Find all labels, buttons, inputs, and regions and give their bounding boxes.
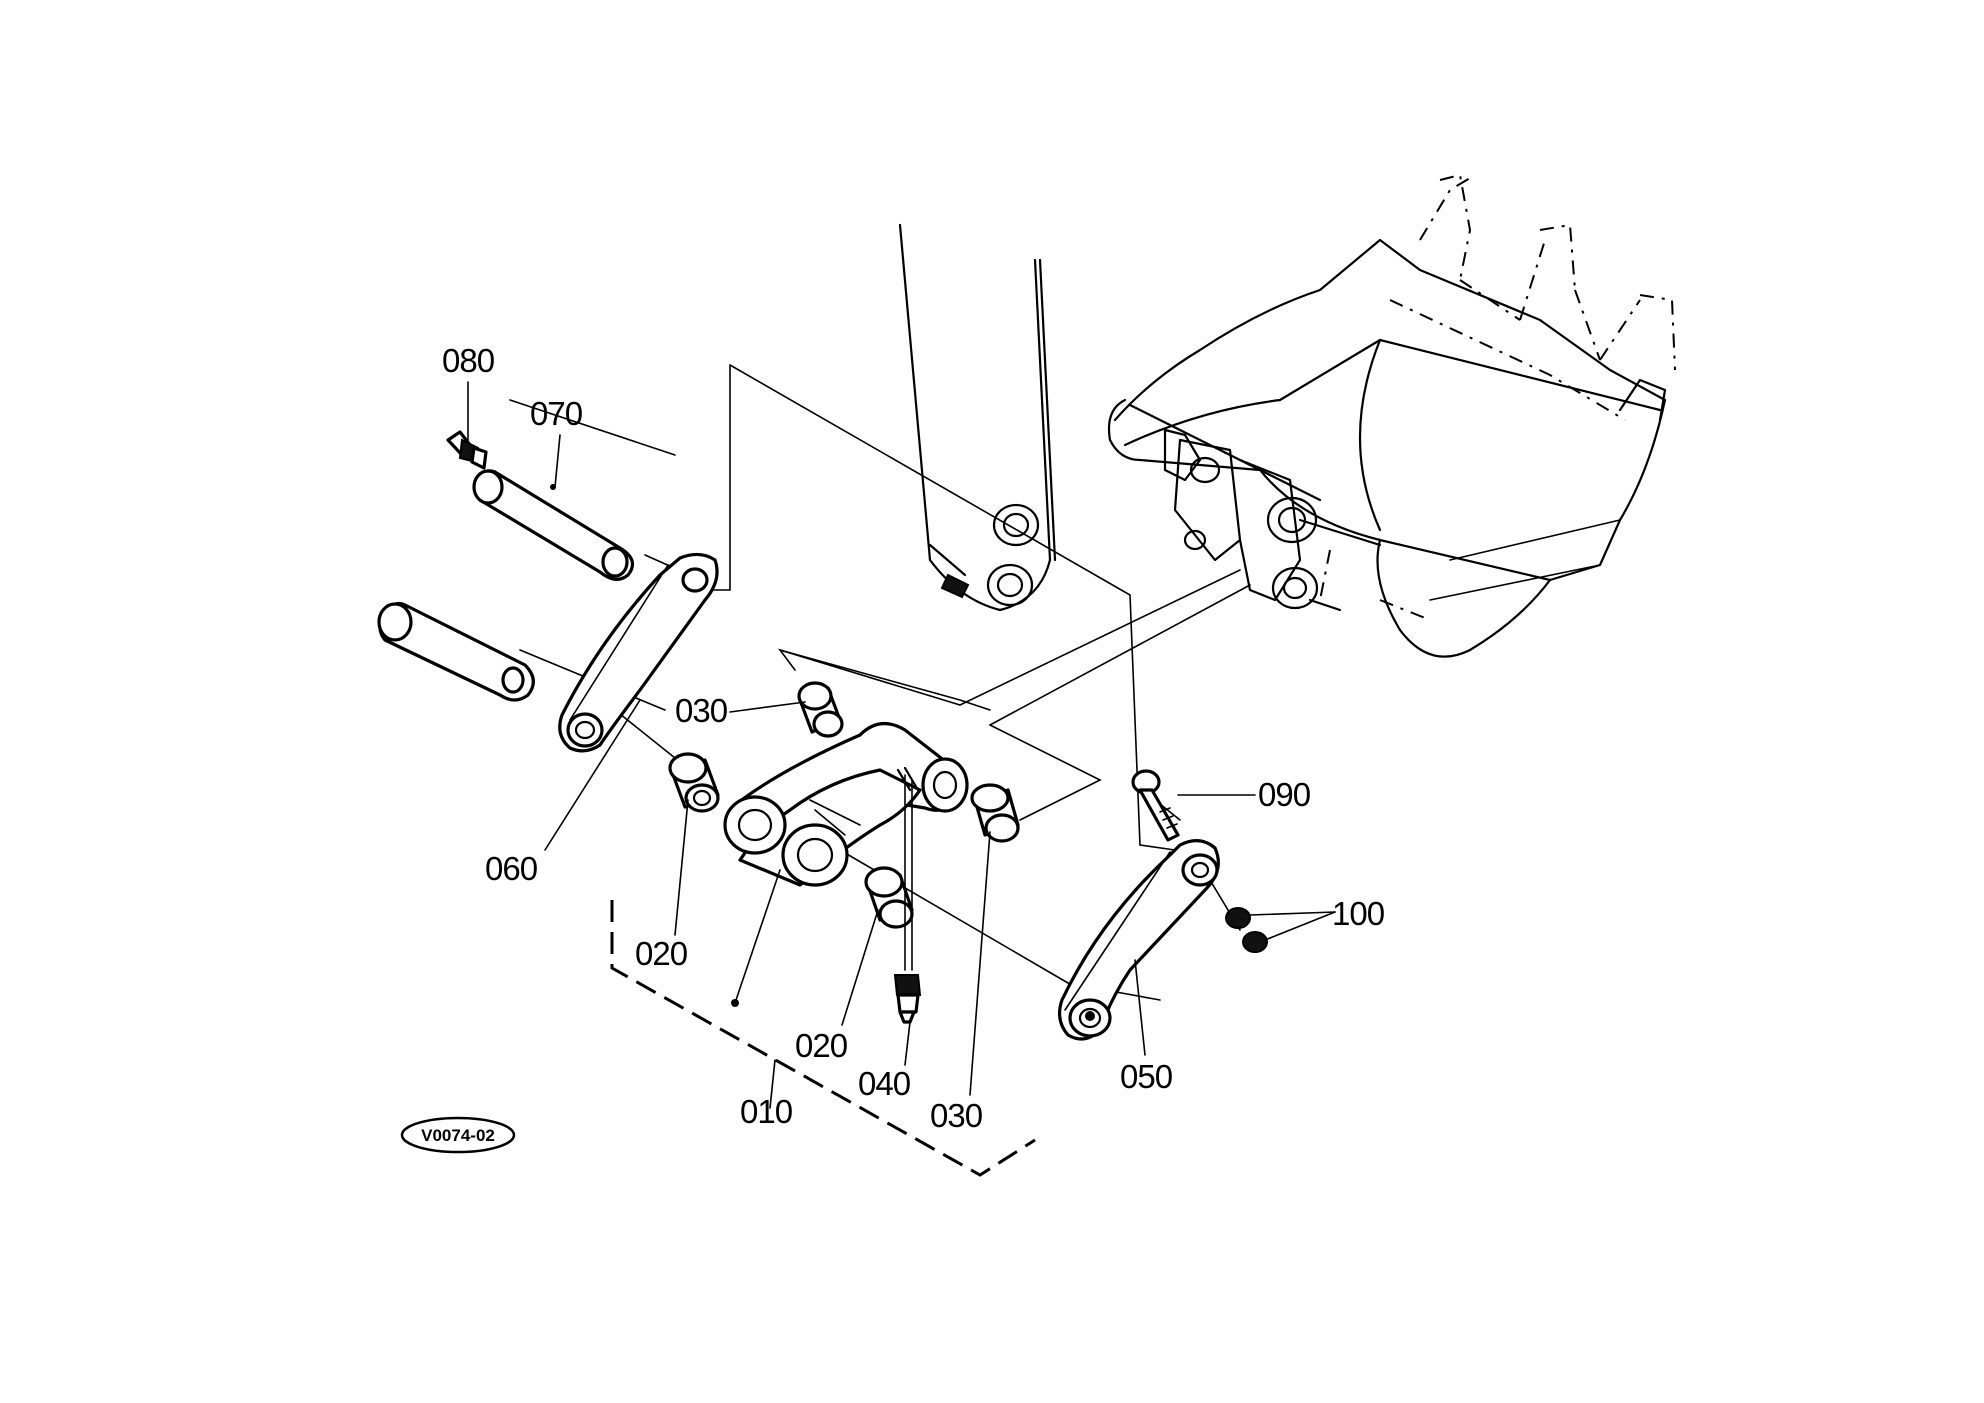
- assembly-lines: [509, 364, 1251, 1001]
- part-100-nuts: [1225, 907, 1268, 953]
- callout-100: 100: [1332, 895, 1385, 932]
- callout-020-left: 020: [635, 935, 688, 972]
- callout-080: 080: [442, 342, 495, 379]
- part-090-bolt: [1131, 769, 1180, 842]
- leader-lines: [467, 381, 1336, 1109]
- callout-020-bottom: 020: [795, 1027, 848, 1064]
- callout-030-top: 030: [675, 692, 728, 729]
- callout-010: 010: [740, 1093, 793, 1130]
- drawing-code-stamp: V0074-02: [400, 1116, 516, 1154]
- callout-090: 090: [1258, 776, 1311, 813]
- drawing-code: V0074-02: [421, 1126, 495, 1145]
- callout-070: 070: [530, 395, 583, 432]
- part-030-bushing-right: [970, 783, 1020, 843]
- callout-040: 040: [858, 1065, 911, 1102]
- arm-drawing: [898, 223, 1057, 612]
- part-050-link: [1057, 839, 1220, 1041]
- pin-left: [377, 601, 535, 702]
- part-020-bushing-left: [668, 752, 720, 813]
- callout-labels: 080 070 030 060 020 020 040 030 010 090 …: [442, 342, 1386, 1134]
- part-010-bracket: [610, 900, 1036, 1177]
- callout-030-right: 030: [930, 1097, 983, 1134]
- part-030-bushing-top: [797, 681, 844, 738]
- callout-060: 060: [485, 850, 538, 887]
- part-040-grease-fitting: [893, 974, 922, 1024]
- callout-050: 050: [1120, 1058, 1173, 1095]
- part-080-grease-fitting: [446, 430, 488, 470]
- part-010-h-link: [723, 722, 969, 1007]
- bucket-drawing: [1107, 173, 1676, 658]
- part-070-pin: [472, 469, 635, 581]
- part-060-link: [558, 552, 719, 753]
- part-020-bushing-bottom: [864, 866, 914, 929]
